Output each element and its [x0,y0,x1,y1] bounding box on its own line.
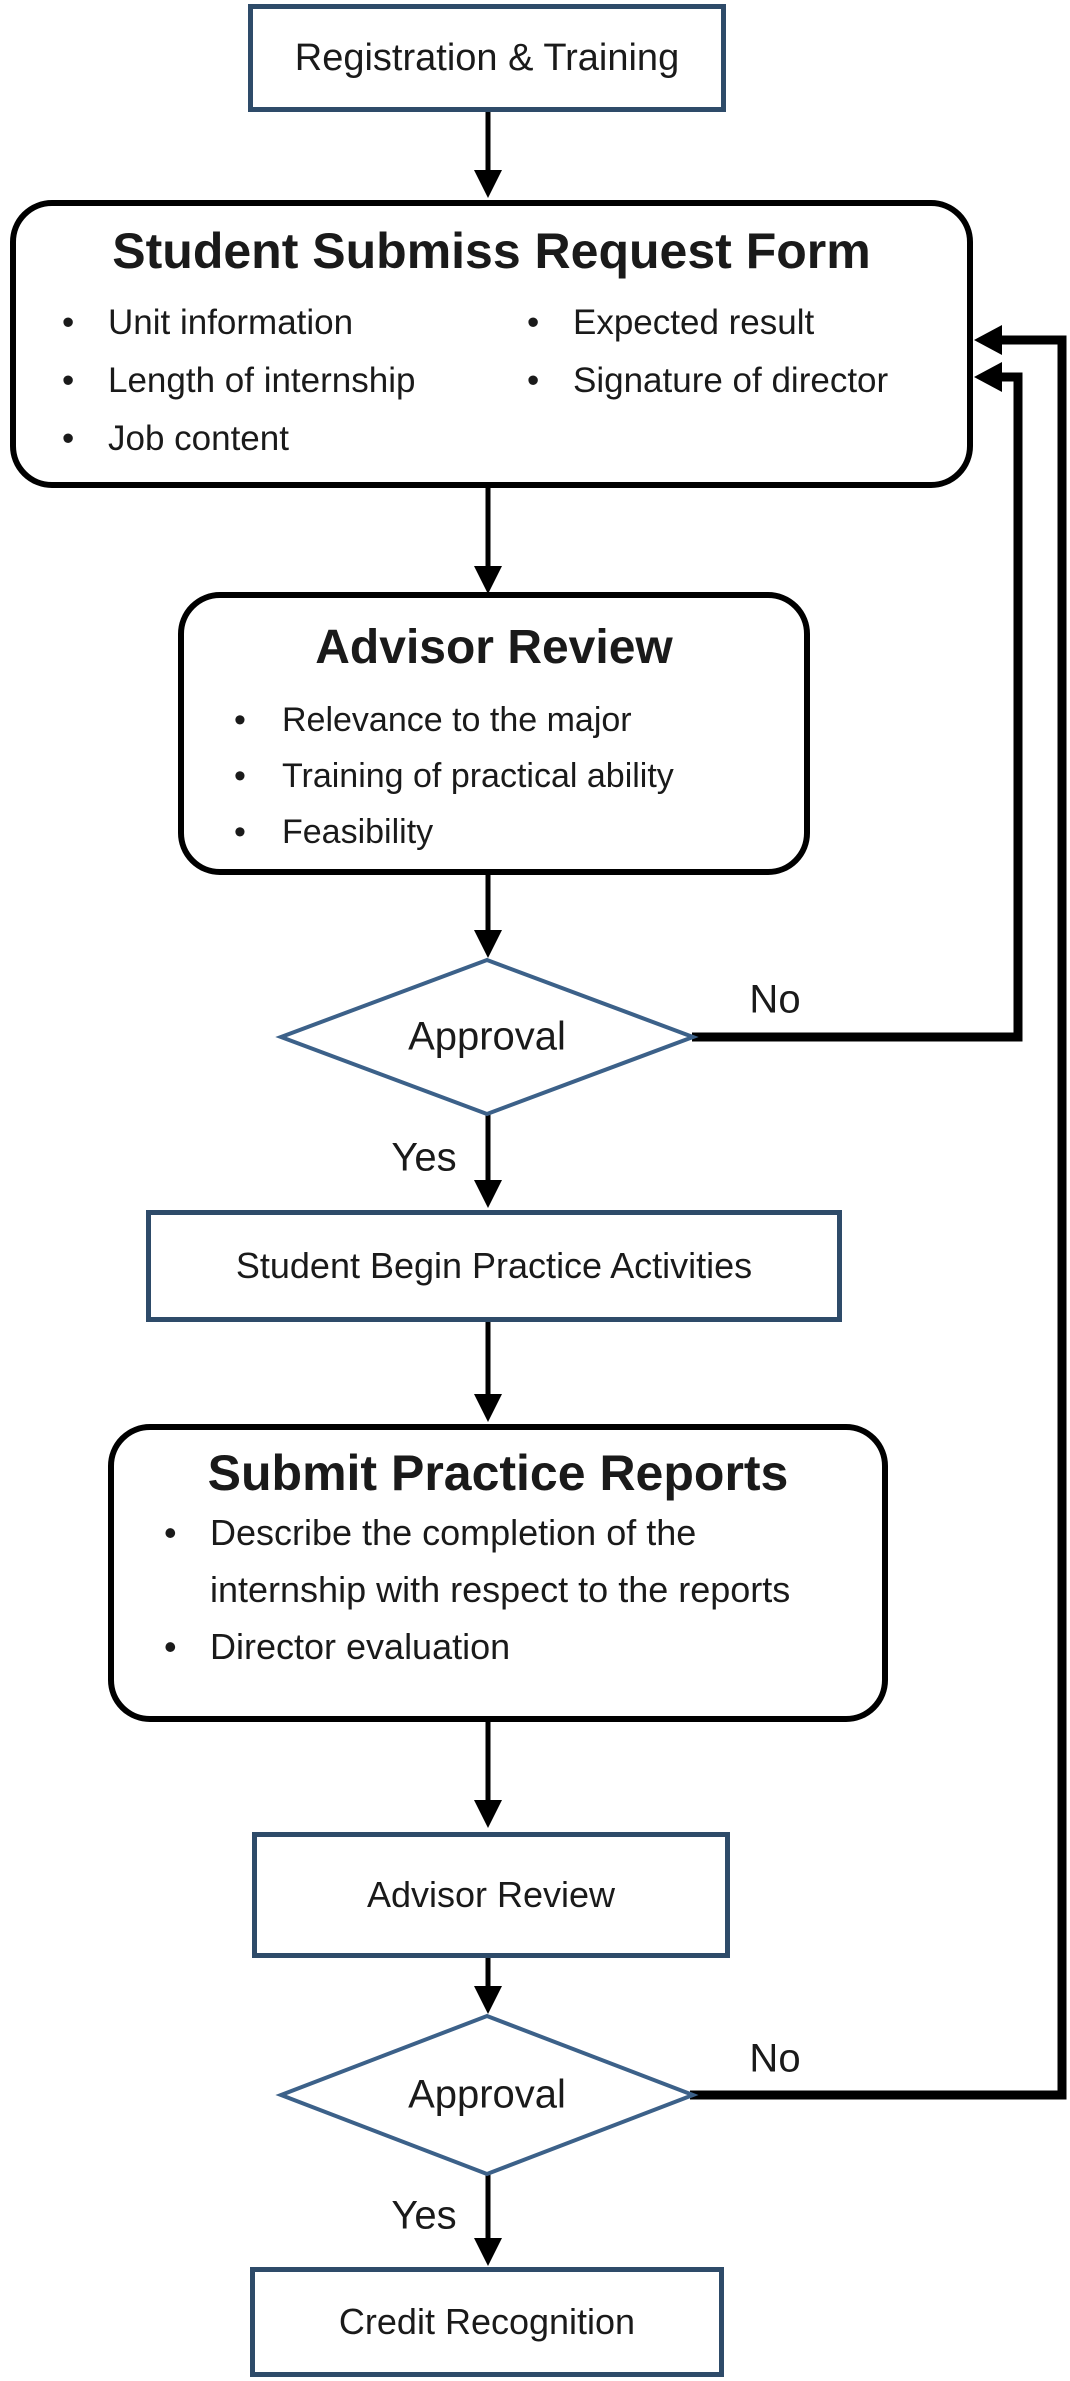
arrowhead-into-approval1 [474,930,502,958]
bullet-item: Director evaluation [160,1618,814,1675]
advisor-review-2-label: Advisor Review [366,1874,616,1915]
arrowhead-into-approval2 [474,1986,502,2014]
bullet-item: Signature of director [515,352,953,410]
credit-recognition-label: Credit Recognition [338,2301,636,2342]
node-student-request-form: Student Submiss Request Form Unit inform… [10,200,973,488]
request-form-title: Student Submiss Request Form [112,223,871,279]
request-form-bullets-left: Unit information Length of internship Jo… [50,294,515,468]
approval-1-diamond [275,957,699,1117]
bullet-item: Length of internship [50,352,515,410]
no-loop-2-line [690,335,1067,2100]
arrowheads [474,170,1002,2266]
node-advisor-review-2: Advisor Review [252,1832,730,1958]
bullet-item: Describe the completion of the internshi… [160,1504,814,1618]
practice-reports-title: Submit Practice Reports [207,1445,789,1501]
bullet-item: Feasibility [224,804,784,860]
begin-practice-label: Student Begin Practice Activities [235,1245,753,1286]
arrowhead-into-begin [474,1180,502,1208]
advisor-review-1-title: Advisor Review [315,621,673,674]
bullet-item: Relevance to the major [224,692,784,748]
no-loop-1-line [692,372,1023,1042]
arrowhead-no-loop-2 [974,325,1002,355]
arrowhead-into-reports [474,1394,502,1422]
arrowhead-into-advisor2 [474,1800,502,1828]
node-registration-training: Registration & Training [248,4,726,112]
bullet-item: Training of practical ability [224,748,784,804]
arrowhead-into-advisor1 [474,566,502,594]
advisor-review-1-bullets: Relevance to the major Training of pract… [224,692,784,860]
arrowhead-into-form [474,170,502,198]
node-submit-practice-reports: Submit Practice Reports Describe the com… [108,1424,888,1722]
arrowhead-into-credit [474,2238,502,2266]
approval-1-label: Approval [408,1014,566,1059]
arrowhead-no-loop-1 [974,362,1002,392]
node-registration-label: Registration & Training [294,36,680,79]
node-begin-practice: Student Begin Practice Activities [146,1210,842,1322]
approval-2-label: Approval [408,2072,566,2117]
approval-2-diamond [275,2013,699,2177]
bullet-item: Unit information [50,294,515,352]
no-loop-lines [690,335,1067,2100]
edge-label-yes-1: Yes [391,1135,457,1180]
node-advisor-review-detailed: Advisor Review Relevance to the major Tr… [178,592,810,875]
edge-label-yes-2: Yes [391,2193,457,2238]
request-form-bullets-right: Expected result Signature of director [515,294,953,468]
practice-reports-bullets: Describe the completion of the internshi… [160,1504,814,1675]
node-credit-recognition: Credit Recognition [250,2267,724,2377]
bullet-item: Job content [50,410,515,468]
edge-label-no-1: No [749,977,801,1022]
edge-label-no-2: No [749,2036,801,2081]
request-form-bullet-columns: Unit information Length of internship Jo… [50,294,953,468]
bullet-item: Expected result [515,294,953,352]
